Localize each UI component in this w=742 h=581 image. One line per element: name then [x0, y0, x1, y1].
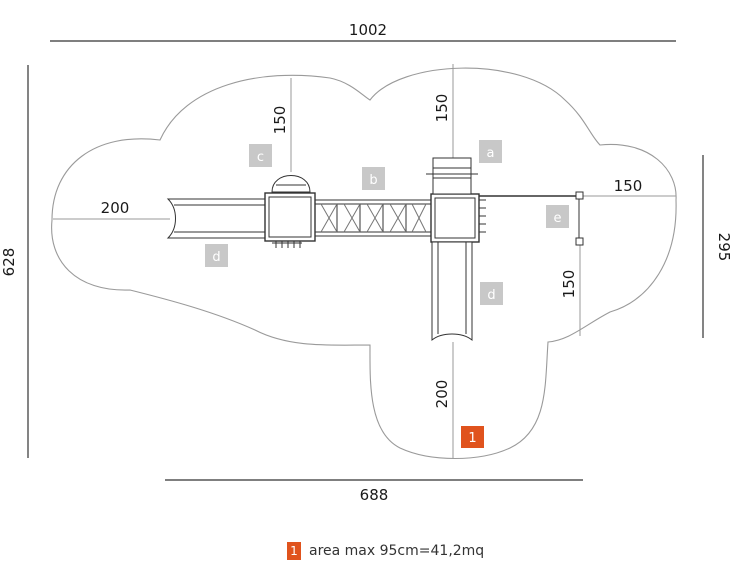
tag-e: e — [546, 205, 569, 228]
legend-marker: 1 — [287, 542, 301, 560]
top-width-label: 1002 — [349, 21, 387, 39]
zone-left-label: 200 — [101, 199, 130, 217]
zone-top-center-label: 150 — [433, 94, 451, 123]
zone-right-lower-label: 150 — [560, 270, 578, 299]
tag-b: b — [362, 167, 385, 190]
zone-right-label: 150 — [614, 177, 643, 195]
equipment — [166, 157, 584, 342]
tag-d-right: d — [480, 282, 503, 305]
left-slide — [166, 198, 267, 239]
area-marker-label: 1 — [468, 431, 476, 446]
tag-a: a — [479, 140, 502, 163]
area-marker: 1 — [461, 426, 484, 448]
tag-c-label: c — [257, 150, 264, 165]
tag-e-label: e — [554, 211, 562, 226]
left-tower — [264, 175, 316, 248]
tag-c: c — [249, 144, 272, 167]
right-slide — [431, 241, 473, 342]
bottom-width-label: 688 — [360, 486, 389, 504]
tag-d-left-label: d — [212, 250, 220, 265]
tag-b-label: b — [369, 173, 377, 188]
tag-d-right-label: d — [487, 288, 495, 303]
right-tower — [426, 157, 486, 243]
safety-zone-outline — [51, 67, 677, 459]
bridge — [314, 199, 432, 237]
zone-top-left-label: 150 — [271, 106, 289, 135]
tag-d-left: d — [205, 244, 228, 267]
right-height-label: 295 — [715, 233, 733, 262]
legend: 1 area max 95cm=41,2mq — [287, 541, 484, 561]
swing-beam — [479, 191, 584, 246]
legend-text: area max 95cm=41,2mq — [309, 543, 485, 559]
left-height-label: 628 — [0, 248, 18, 277]
zone-bottom-label: 200 — [433, 380, 451, 409]
tag-a-label: a — [487, 146, 495, 161]
